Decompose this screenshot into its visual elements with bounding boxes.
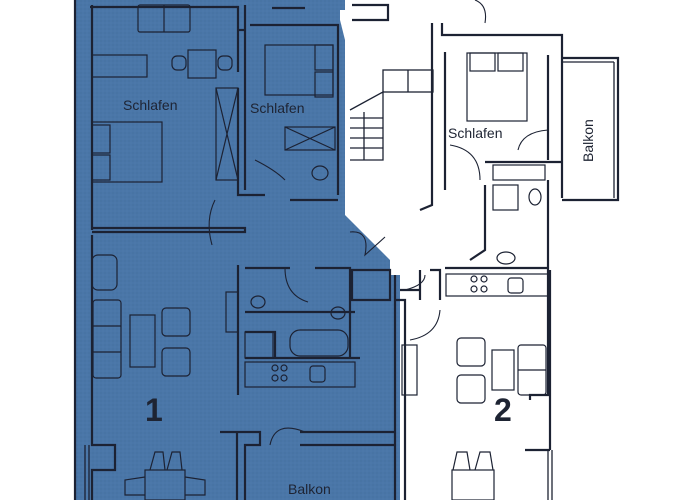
armchair-icon bbox=[161, 347, 191, 377]
double-bed-icon bbox=[466, 52, 528, 122]
cabinet-icon bbox=[401, 344, 418, 396]
armchair-icon bbox=[456, 337, 486, 367]
sink-icon bbox=[496, 251, 516, 265]
chair-icon bbox=[217, 55, 233, 71]
toilet-icon bbox=[311, 165, 329, 181]
single-bed-icon bbox=[91, 54, 148, 78]
kitchen-counter-icon bbox=[445, 273, 549, 297]
cabinet-icon bbox=[225, 291, 239, 333]
bathtub-icon bbox=[289, 329, 349, 357]
unit-1-furniture bbox=[91, 4, 386, 500]
wardrobe-icon bbox=[492, 164, 546, 181]
unit-2-balcony bbox=[562, 56, 620, 202]
room-label-unit2-bedroom: Schlafen bbox=[448, 125, 503, 141]
sofa-icon bbox=[92, 299, 122, 379]
armchair-icon bbox=[456, 374, 486, 404]
room-label-unit2-balcony: Balkon bbox=[580, 119, 596, 162]
room-label-unit1-bedroom-1: Schlafen bbox=[123, 97, 178, 113]
staircase-icon bbox=[349, 69, 434, 161]
wardrobe-icon bbox=[215, 87, 239, 181]
sink-icon bbox=[250, 295, 266, 309]
shower-icon bbox=[244, 331, 274, 359]
kitchen-counter-icon bbox=[244, 361, 356, 388]
shower-icon bbox=[492, 184, 519, 211]
chair-icon bbox=[171, 55, 187, 71]
coffee-table-icon bbox=[129, 314, 156, 368]
unit-2-walls bbox=[352, 0, 564, 500]
toilet-icon bbox=[528, 188, 542, 206]
unit-1-walls bbox=[73, 0, 397, 500]
dining-table-icon bbox=[451, 469, 495, 500]
wardrobe-icon bbox=[284, 126, 336, 151]
toilet-icon bbox=[330, 306, 346, 320]
armchair-icon bbox=[161, 307, 191, 337]
room-label-unit1-bedroom-2: Schlafen bbox=[250, 100, 305, 116]
desk-icon bbox=[187, 49, 217, 79]
unit-number-2: 2 bbox=[494, 392, 512, 428]
unit-number-1: 1 bbox=[145, 392, 163, 428]
room-label-unit1-balcony: Balkon bbox=[288, 481, 331, 497]
unit-2-furniture bbox=[401, 52, 549, 500]
coffee-table-icon bbox=[491, 349, 515, 391]
